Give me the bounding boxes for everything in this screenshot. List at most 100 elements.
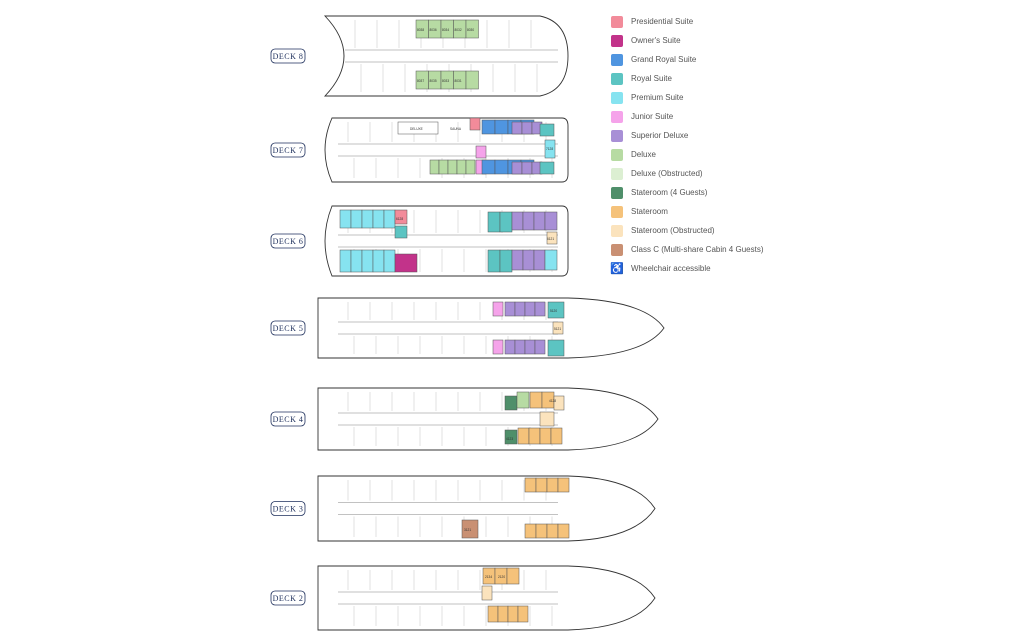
cabin bbox=[481, 119, 496, 135]
legend-item: Stateroom (Obstructed) bbox=[611, 221, 811, 240]
cabin bbox=[456, 159, 467, 175]
cabin bbox=[517, 427, 530, 445]
cabin bbox=[535, 523, 548, 539]
cabin bbox=[534, 301, 546, 317]
legend-swatch bbox=[611, 167, 623, 180]
cabin-number: 6128 bbox=[396, 217, 403, 221]
cabin-number: 7128 bbox=[546, 147, 553, 151]
cabin-number: 6121 bbox=[547, 237, 554, 241]
cabin-number: 5120 bbox=[550, 309, 557, 313]
cabin bbox=[447, 159, 458, 175]
deck-6: DECK 6 6128 6121 bbox=[270, 205, 569, 277]
cabin bbox=[544, 139, 556, 159]
cabin bbox=[339, 249, 352, 273]
deck-label-box bbox=[270, 48, 306, 64]
cabin bbox=[546, 231, 558, 245]
cabin bbox=[506, 567, 520, 585]
deck-label: DECK 7 bbox=[273, 146, 304, 155]
deck-label: DECK 3 bbox=[273, 505, 304, 514]
cabin bbox=[557, 477, 570, 493]
cabin bbox=[504, 395, 518, 411]
cabin bbox=[504, 429, 518, 445]
legend-swatch bbox=[611, 110, 623, 123]
deck-label-box bbox=[270, 320, 306, 336]
cabin-number: SAUNA bbox=[450, 127, 462, 131]
legend-item: Grand Royal Suite bbox=[611, 50, 811, 69]
cabin bbox=[546, 523, 559, 539]
legend-item: Stateroom (4 Guests) bbox=[611, 183, 811, 202]
cabin-number: 2134 bbox=[485, 575, 492, 579]
cabin bbox=[494, 159, 509, 175]
hull-outline bbox=[317, 387, 659, 451]
legend-label: Royal Suite bbox=[631, 74, 672, 83]
cabin bbox=[507, 605, 519, 623]
cabin-number: 4128 bbox=[549, 399, 556, 403]
cabin bbox=[544, 211, 558, 231]
cabin bbox=[350, 209, 363, 229]
cabin bbox=[524, 523, 537, 539]
cabin bbox=[517, 605, 529, 623]
deck-label: DECK 4 bbox=[273, 415, 304, 424]
cabin bbox=[350, 249, 363, 273]
cabin-number: 8038 bbox=[417, 28, 424, 32]
cabin bbox=[487, 249, 501, 273]
cabin bbox=[394, 253, 418, 273]
cabin bbox=[552, 321, 564, 335]
cabin bbox=[383, 209, 396, 229]
legend-label: Stateroom (4 Guests) bbox=[631, 188, 708, 197]
cabin bbox=[521, 161, 533, 175]
cabin bbox=[557, 523, 570, 539]
cabin-number: 8036 bbox=[430, 28, 437, 32]
legend-label: Stateroom bbox=[631, 207, 668, 216]
cabin bbox=[535, 477, 548, 493]
legend-swatch bbox=[611, 224, 623, 237]
cabin bbox=[539, 427, 552, 445]
deck-label: DECK 5 bbox=[273, 324, 304, 333]
legend-item: Presidential Suite bbox=[611, 12, 811, 31]
cabin bbox=[504, 339, 516, 355]
legend-swatch bbox=[611, 91, 623, 104]
cabin bbox=[539, 161, 555, 175]
cabin bbox=[492, 301, 504, 317]
legend-label: Junior Suite bbox=[631, 112, 674, 121]
cabin bbox=[539, 411, 555, 427]
cabin bbox=[511, 211, 524, 231]
cabin bbox=[394, 209, 408, 225]
cabin bbox=[372, 209, 385, 229]
legend-item: Stateroom bbox=[611, 202, 811, 221]
cabin bbox=[497, 605, 509, 623]
legend-swatch bbox=[611, 148, 623, 161]
cabin bbox=[522, 249, 535, 271]
hull-outline bbox=[323, 15, 569, 97]
hull-outline bbox=[317, 475, 656, 542]
legend-label: Premium Suite bbox=[631, 93, 684, 102]
cabin bbox=[547, 301, 565, 319]
cabin-number: 8030 bbox=[467, 28, 474, 32]
deck-label-box bbox=[270, 590, 306, 606]
deck-label: DECK 6 bbox=[273, 237, 304, 246]
cabin-number: 8031 bbox=[455, 79, 462, 83]
legend-item: Royal Suite bbox=[611, 69, 811, 88]
legend-label: Presidential Suite bbox=[631, 17, 694, 26]
legend-swatch bbox=[611, 243, 623, 256]
legend-label: Wheelchair accessible bbox=[631, 264, 711, 273]
cabin bbox=[465, 159, 476, 175]
cabin-number: 8033 bbox=[442, 79, 449, 83]
cabin bbox=[487, 605, 499, 623]
legend-item: Owner's Suite bbox=[611, 31, 811, 50]
deck-label: DECK 8 bbox=[273, 52, 304, 61]
deck-label: DECK 2 bbox=[273, 594, 304, 603]
legend-swatch bbox=[611, 186, 623, 199]
cabin bbox=[429, 159, 440, 175]
cabin bbox=[524, 301, 536, 317]
hull-outline bbox=[317, 297, 665, 359]
cabin bbox=[550, 427, 563, 445]
cabin bbox=[504, 301, 516, 317]
legend-label: Stateroom (Obstructed) bbox=[631, 226, 715, 235]
cabin bbox=[529, 391, 543, 409]
cabin-number: DELUXE bbox=[410, 127, 423, 131]
cabin bbox=[546, 477, 559, 493]
